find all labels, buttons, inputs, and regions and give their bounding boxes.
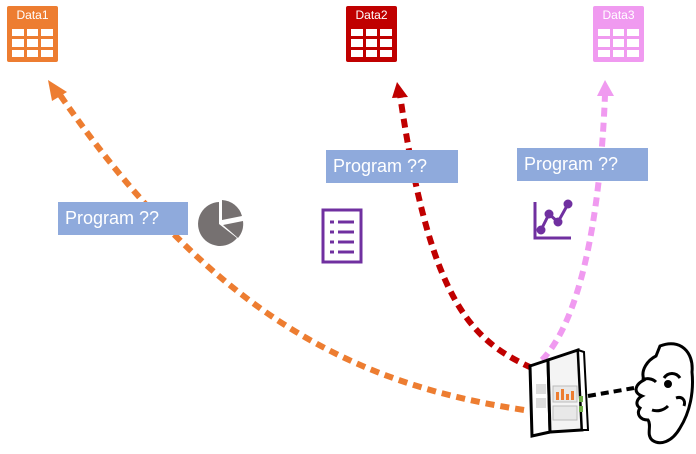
dashboard-screen-icon — [528, 347, 590, 438]
program-box-3: Program ?? — [517, 148, 648, 181]
data3-table-icon: Data3 — [593, 6, 644, 62]
arrow-to-data3 — [539, 94, 608, 363]
list-icon — [321, 208, 363, 264]
program-box-1: Program ?? — [58, 202, 188, 235]
sight-line — [587, 386, 635, 398]
program-box-2: Program ?? — [326, 150, 458, 183]
data2-table-icon: Data2 — [346, 6, 397, 62]
arrow-head-data3 — [597, 80, 614, 96]
arrow-head-data2 — [392, 82, 408, 98]
arrow-head-data1 — [48, 80, 67, 101]
person-face-icon — [634, 342, 694, 445]
data1-label: Data1 — [16, 8, 49, 22]
data3-label: Data3 — [602, 8, 635, 22]
data1-table-icon: Data1 — [7, 6, 58, 62]
arrow-to-data1 — [55, 90, 525, 413]
pie-chart-icon — [198, 200, 244, 246]
line-chart-icon — [533, 199, 573, 240]
arrow-to-data2 — [397, 94, 534, 371]
data2-label: Data2 — [355, 8, 388, 22]
